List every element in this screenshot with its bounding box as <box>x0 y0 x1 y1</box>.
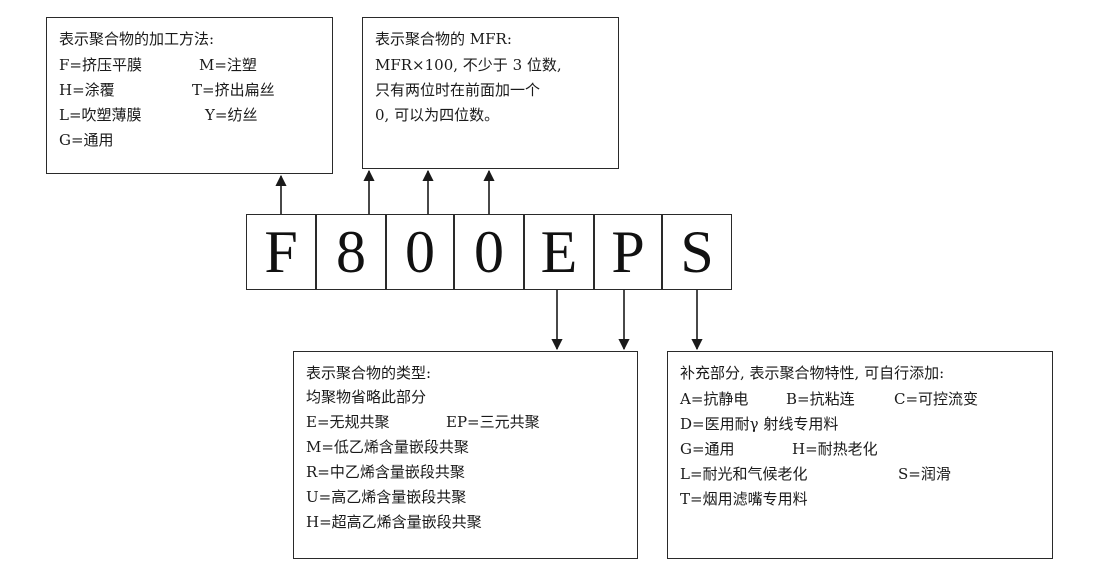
supplement-item: T=烟用滤嘴专用料 <box>680 490 808 508</box>
type-line: U=高乙烯含量嵌段共聚 <box>306 488 467 506</box>
code-char: F <box>246 214 316 290</box>
polymer-type-box: 表示聚合物的类型: 均聚物省略此部分 E=无规共聚 EP=三元共聚 M=低乙烯含… <box>293 351 638 559</box>
code-char: S <box>662 214 732 290</box>
mfr-line: 0, 可以为四位数。 <box>375 106 500 124</box>
processing-item: Y=纺丝 <box>205 106 258 124</box>
processing-item: H=涂覆 <box>59 81 115 99</box>
code-char: 0 <box>454 214 524 290</box>
type-line: E=无规共聚 <box>306 413 390 431</box>
processing-item: F=挤压平膜 <box>59 56 142 74</box>
supplement-item: S=润滑 <box>898 465 951 483</box>
supplement-item: B=抗粘连 <box>786 390 855 408</box>
supplement-item: H=耐热老化 <box>792 440 878 458</box>
processing-method-box: 表示聚合物的加工方法: F=挤压平膜 M=注塑 H=涂覆 T=挤出扁丝 L=吹塑… <box>46 17 333 174</box>
mfr-line: 表示聚合物的 MFR: <box>375 30 512 48</box>
type-line: EP=三元共聚 <box>446 413 540 431</box>
type-line: 表示聚合物的类型: <box>306 364 432 382</box>
code-char: E <box>524 214 594 290</box>
code-char: P <box>594 214 662 290</box>
code-char: 0 <box>386 214 454 290</box>
supplement-item: A=抗静电 <box>680 390 749 408</box>
mfr-line: 只有两位时在前面加一个 <box>375 81 541 99</box>
type-line: R=中乙烯含量嵌段共聚 <box>306 463 465 481</box>
mfr-box: 表示聚合物的 MFR: MFR×100, 不少于 3 位数, 只有两位时在前面加… <box>362 17 619 169</box>
mfr-line: MFR×100, 不少于 3 位数, <box>375 56 562 74</box>
type-line: M=低乙烯含量嵌段共聚 <box>306 438 469 456</box>
type-line: 均聚物省略此部分 <box>306 388 427 406</box>
code-char: 8 <box>316 214 386 290</box>
supplement-item: L=耐光和气候老化 <box>680 465 808 483</box>
processing-item: T=挤出扁丝 <box>192 81 275 99</box>
supplement-item: G=通用 <box>680 440 735 458</box>
supplement-title: 补充部分, 表示聚合物特性, 可自行添加: <box>680 364 945 382</box>
processing-title: 表示聚合物的加工方法: <box>59 30 215 48</box>
supplement-item: C=可控流变 <box>894 390 979 408</box>
supplement-item: D=医用耐γ 射线专用料 <box>680 415 839 433</box>
processing-item: M=注塑 <box>199 56 257 74</box>
supplement-box: 补充部分, 表示聚合物特性, 可自行添加: A=抗静电 B=抗粘连 C=可控流变… <box>667 351 1053 559</box>
type-line: H=超高乙烯含量嵌段共聚 <box>306 513 482 531</box>
processing-item: G=通用 <box>59 131 114 149</box>
processing-item: L=吹塑薄膜 <box>59 106 142 124</box>
